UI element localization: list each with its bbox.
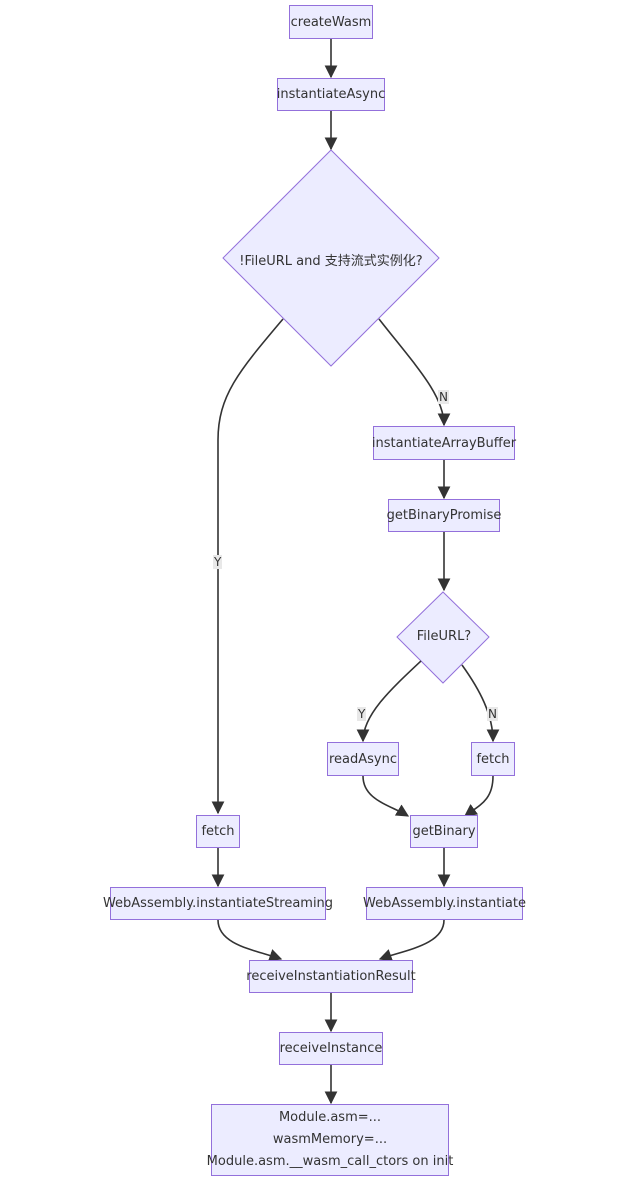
edge-label-no-2: N [487,707,498,721]
edge-decision1-fetchLeft [211,318,284,815]
decision1-label: !FileURL and 支持流式实例化? [239,254,423,269]
edge-instantiate-result [378,919,445,962]
node-getBinaryPromise: getBinaryPromise [387,499,501,532]
node-instantiateStreaming: WebAssembly.instantiateStreaming [103,887,333,920]
node-receiveInstantiationResult: receiveInstantiationResult [246,960,416,993]
node-instantiate: WebAssembly.instantiate [363,887,526,920]
edge-decision2-readAsync [356,660,422,743]
decision2-label: FileURL? [416,629,472,644]
edge-label-yes-left: Y [213,555,223,569]
node-fetch-right: fetch [471,742,515,776]
edge-label-no-1: N [438,390,449,404]
decision-shape-2 [396,591,490,684]
node-createWasm: createWasm [289,5,373,39]
edge-instantiateStreaming-result [217,919,283,962]
final-line-1: Module.asm=... [278,1110,382,1125]
node-receiveInstance: receiveInstance [279,1032,383,1065]
node-fetch-left: fetch [196,815,240,848]
edge-readAsync-getBinary [362,775,410,817]
final-line-2: wasmMemory=... [272,1132,388,1147]
final-line-3: Module.asm.__wasm_call_ctors on init [206,1154,454,1169]
node-getBinary: getBinary [410,815,478,848]
node-readAsync: readAsync [327,742,399,776]
edge-label-yes-2: Y [357,707,367,721]
edge-decision2-fetchRight [461,664,500,743]
decision-shape-1 [222,149,440,367]
node-instantiateArrayBuffer: instantiateArrayBuffer [372,426,516,460]
node-final: Module.asm=... wasmMemory=... Module.asm… [207,1104,453,1176]
node-instantiateAsync: instantiateAsync [277,78,385,111]
edge-fetchRight-getBinary [463,775,494,817]
edge-decision1-instantiateArrayBuffer [378,318,451,427]
